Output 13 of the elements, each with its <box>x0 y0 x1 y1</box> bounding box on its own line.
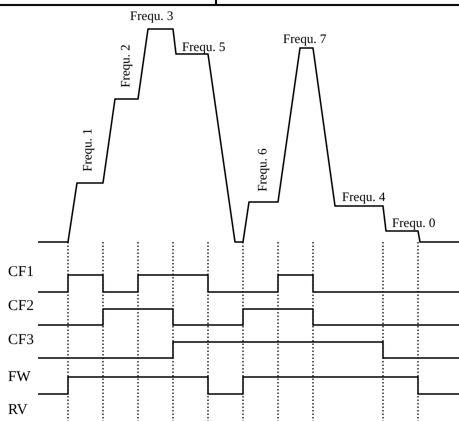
frequency-label: Frequ. 1 <box>80 128 94 172</box>
frequency-label: Frequ. 2 <box>118 44 132 88</box>
frequency-label: Frequ. 3 <box>130 9 174 22</box>
frequency-label: Frequ. 7 <box>283 32 326 45</box>
signal-name: CF1 <box>8 265 34 280</box>
frequency-label: Frequ. 4 <box>342 190 386 203</box>
frequency-label: Frequ. 6 <box>256 148 268 192</box>
signal-name: FW <box>8 370 30 385</box>
frequency-label: Frequ. 0 <box>392 216 436 229</box>
signal-name: CF2 <box>8 299 34 314</box>
signal-name: RV <box>8 403 28 418</box>
frequency-label: Frequ. 5 <box>182 40 226 53</box>
signal-name: CF3 <box>8 333 34 348</box>
